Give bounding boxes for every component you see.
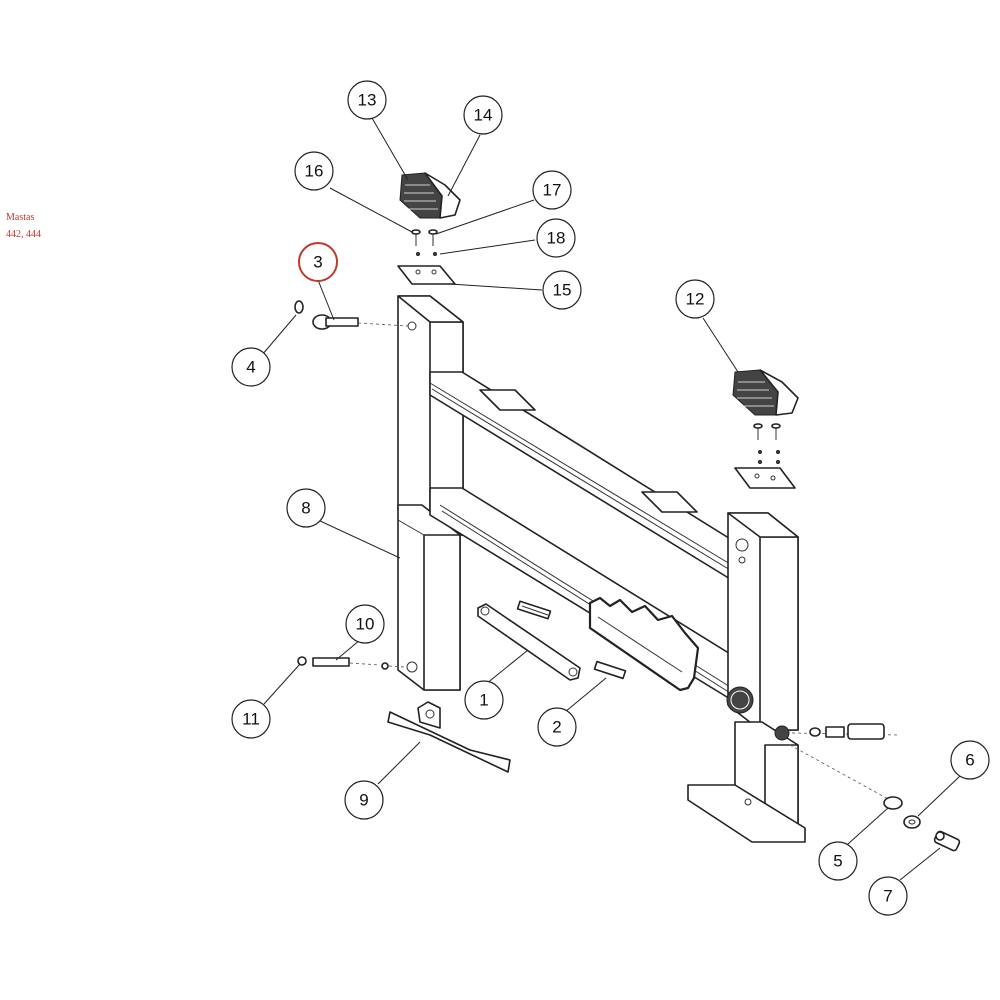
base-plate	[387, 701, 511, 773]
callout-17: 17	[532, 170, 572, 210]
callout-13: 13	[347, 80, 387, 120]
callout-6: 6	[950, 740, 990, 780]
callout-2-label: 2	[552, 718, 561, 737]
callout-12-label: 12	[686, 290, 705, 309]
callout-10: 10	[345, 604, 385, 644]
top-plate-right	[734, 467, 796, 489]
callout-13-label: 13	[358, 91, 377, 110]
left-lower-leg	[397, 504, 461, 691]
top-screws-left	[411, 229, 438, 256]
callout-15-label: 15	[553, 281, 572, 300]
callouts: 13 14 16 17 18 3 15 12	[231, 80, 990, 916]
upper-cross-rail	[429, 371, 741, 586]
callout-15: 15	[542, 270, 582, 310]
note-line-1: Mastas	[6, 212, 35, 223]
side-hardware	[789, 723, 961, 852]
callout-9: 9	[344, 780, 384, 820]
callout-14-label: 14	[474, 106, 493, 125]
callout-7-label: 7	[883, 887, 892, 906]
callout-14: 14	[463, 95, 503, 135]
callout-16: 16	[294, 151, 334, 191]
callout-17-label: 17	[543, 181, 562, 200]
callout-7: 7	[868, 876, 908, 916]
top-plate-left	[397, 265, 456, 285]
callout-8-label: 8	[301, 499, 310, 518]
right-lower-leg	[687, 721, 806, 843]
callout-10-label: 10	[356, 615, 375, 634]
callout-6-label: 6	[965, 751, 974, 770]
slide-cover	[588, 596, 700, 692]
callout-3-label: 3	[313, 253, 322, 272]
callout-1-label: 1	[479, 691, 488, 710]
ring	[294, 300, 304, 314]
top-screws-right	[753, 423, 781, 464]
right-upright	[726, 512, 799, 731]
callout-8: 8	[286, 488, 326, 528]
note-line-2: 442, 444	[6, 229, 41, 240]
callout-9-label: 9	[359, 791, 368, 810]
callout-3: 3	[298, 242, 338, 282]
callout-5: 5	[818, 841, 858, 881]
leader-lines	[261, 117, 961, 881]
callout-1: 1	[464, 680, 504, 720]
callout-11: 11	[231, 699, 271, 739]
callout-4: 4	[231, 347, 271, 387]
callout-12: 12	[675, 279, 715, 319]
callout-18: 18	[536, 218, 576, 258]
upper-spring	[516, 600, 552, 620]
callout-4-label: 4	[246, 358, 255, 377]
callout-11-label: 11	[242, 710, 260, 729]
callout-16-label: 16	[305, 162, 324, 181]
lower-spring	[593, 660, 627, 680]
callout-2: 2	[537, 707, 577, 747]
bolt-assembly-left	[297, 656, 406, 670]
top-cap-right	[732, 369, 799, 416]
pin	[312, 314, 409, 330]
link-bar	[477, 603, 581, 681]
callout-18-label: 18	[547, 229, 566, 248]
top-cap-left	[399, 172, 461, 219]
callout-5-label: 5	[833, 852, 842, 871]
